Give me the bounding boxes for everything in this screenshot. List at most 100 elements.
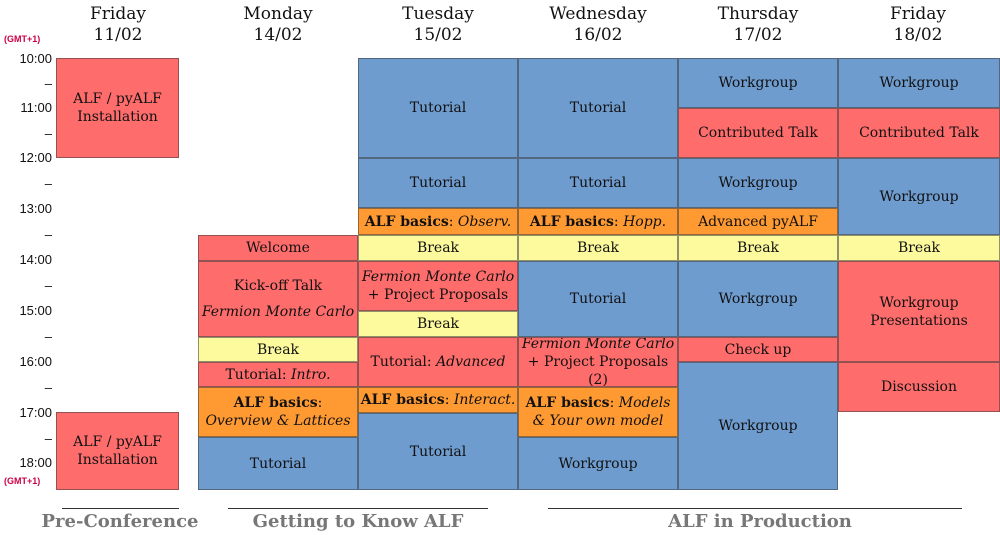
- session-title: Workgroup: [558, 455, 638, 472]
- session-title: Workgroup: [879, 75, 959, 91]
- session-workgroup: Workgroup: [518, 437, 678, 490]
- section-label-alf-in-production: ALF in Production: [668, 511, 852, 532]
- day-date: 15/02: [413, 25, 463, 45]
- time-tick: –: [44, 227, 52, 242]
- session-title: Discussion: [880, 379, 958, 395]
- time-tick: –: [44, 126, 52, 141]
- session-title-bold: ALF basics: [525, 395, 610, 411]
- session-title: Break: [736, 240, 780, 256]
- session-title: Break: [256, 341, 300, 358]
- session-title: Tutorial: [569, 100, 627, 116]
- session-title: ALF basics: Interact.: [361, 391, 516, 409]
- session-title: Workgroup: [879, 294, 959, 311]
- day-date: 11/02: [93, 25, 143, 45]
- session-break: Break: [518, 235, 678, 261]
- session-title: ALF / pyALF Installation: [73, 91, 162, 125]
- time-label: 13:00: [19, 201, 52, 216]
- session-break: Break: [838, 235, 1000, 261]
- session-subtitle: Presentations: [870, 312, 968, 329]
- session-title: Welcome: [246, 240, 310, 256]
- session-title-topic: Hopp.: [623, 213, 667, 230]
- session-title-sep: :: [317, 395, 323, 411]
- time-tick: –: [44, 76, 52, 91]
- day-header-thursday-17: Thursday 17/02: [678, 4, 838, 46]
- day-header-wednesday-16: Wednesday 16/02: [518, 4, 678, 46]
- session-title: Kick-off Talk: [233, 278, 323, 294]
- session-discussion: Discussion: [838, 362, 1000, 412]
- session-tutorial-intro: Tutorial: Intro.: [198, 362, 358, 387]
- session-contributed-talk: Contributed Talk: [678, 108, 838, 158]
- session-title-bold: ALF basics: [360, 392, 445, 408]
- time-label: 15:00: [19, 303, 52, 318]
- session-fermion-monte-carlo: Fermion Monte Carlo + Project Proposals: [358, 261, 518, 311]
- time-tick: –: [44, 278, 52, 293]
- session-title: Fermion Monte Carlo: [521, 337, 675, 352]
- session-title: Workgroup: [879, 188, 959, 205]
- time-label: 11:00: [20, 100, 52, 115]
- session-title: Workgroup: [718, 418, 798, 434]
- session-title-topic: Intro.: [291, 366, 331, 383]
- session-title-sep: :: [609, 395, 619, 411]
- session-break: Break: [358, 235, 518, 261]
- session-title-bold: ALF basics: [529, 213, 614, 230]
- session-break: Break: [678, 235, 838, 261]
- timezone-label-bottom: (GMT+1): [4, 476, 41, 486]
- session-tutorial: Tutorial: [358, 413, 518, 490]
- session-tutorial-advanced: Tutorial: Advanced: [358, 337, 518, 387]
- session-workgroup-presentations: Workgroup Presentations: [838, 261, 1000, 362]
- session-tutorial: Tutorial: [358, 58, 518, 158]
- day-name: Tuesday: [402, 4, 474, 24]
- session-subtitle: Fermion Monte Carlo: [201, 304, 355, 320]
- session-title: Workgroup: [718, 75, 798, 91]
- day-header-friday-11: Friday 11/02: [38, 4, 198, 46]
- session-alf-basics-overview: ALF basics: Overview & Lattices: [198, 387, 358, 437]
- session-alf-basics-models: ALF basics: Models & Your own model: [518, 387, 678, 437]
- time-label: 12:00: [19, 150, 52, 165]
- session-subtitle: & Your own model: [532, 413, 664, 429]
- session-title: Break: [416, 316, 460, 332]
- session-title: Tutorial: [409, 175, 467, 191]
- session-alf-basics-interact: ALF basics: Interact.: [358, 387, 518, 413]
- time-tick: –: [44, 329, 52, 344]
- session-tutorial: Tutorial: [518, 158, 678, 208]
- session-tutorial: Tutorial: [198, 437, 358, 490]
- session-workgroup: Workgroup: [678, 362, 838, 490]
- time-tick: –: [44, 380, 52, 395]
- section-label-pre-conference: Pre-Conference: [41, 511, 199, 532]
- day-name: Friday: [890, 4, 946, 24]
- session-workgroup: Workgroup: [678, 58, 838, 108]
- session-installation-afternoon: ALF / pyALF Installation: [56, 412, 179, 490]
- session-alf-basics-observ: ALF basics: Observ.: [358, 208, 518, 235]
- day-date: 18/02: [893, 25, 943, 45]
- time-label: 16:00: [19, 354, 52, 369]
- time-label: 18:00: [19, 455, 52, 470]
- time-tick: –: [44, 176, 52, 191]
- session-welcome: Welcome: [198, 235, 358, 261]
- session-title-bold: ALF basics: [233, 395, 318, 411]
- session-title: ALF basics:: [234, 394, 323, 412]
- session-break: Break: [198, 337, 358, 362]
- session-title: ALF basics: Hopp.: [530, 213, 666, 231]
- session-title: Contributed Talk: [698, 125, 818, 141]
- day-name: Thursday: [717, 4, 799, 24]
- session-title-prefix: Tutorial:: [225, 366, 292, 383]
- day-name: Monday: [243, 4, 313, 24]
- session-subtitle: + Project Proposals (2): [527, 354, 669, 387]
- session-subtitle: Overview & Lattices: [205, 413, 351, 429]
- session-tutorial: Tutorial: [358, 158, 518, 208]
- session-title: Fermion Monte Carlo: [361, 269, 515, 285]
- session-title: Tutorial: [569, 175, 627, 191]
- session-advanced-pyalf: Advanced pyALF: [678, 208, 838, 235]
- session-title: Tutorial: [569, 291, 627, 307]
- session-alf-basics-hopp: ALF basics: Hopp.: [518, 208, 678, 235]
- session-workgroup: Workgroup: [838, 58, 1000, 108]
- session-check-up: Check up: [678, 337, 838, 362]
- section-divider: [548, 508, 962, 509]
- session-title: Break: [576, 240, 620, 256]
- session-title-topic: Observ.: [457, 213, 512, 230]
- session-title-topic: Advanced: [436, 354, 506, 370]
- session-title: Check up: [724, 341, 792, 358]
- session-title-topic: Models: [618, 395, 671, 411]
- day-date: 16/02: [573, 25, 623, 45]
- day-header-tuesday-15: Tuesday 15/02: [358, 4, 518, 46]
